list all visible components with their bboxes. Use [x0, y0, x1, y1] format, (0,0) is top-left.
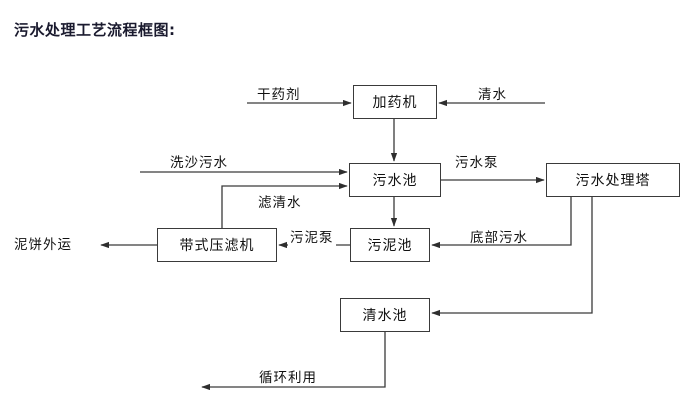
edge-label-sewage-pump: 污水泵 [455, 155, 499, 171]
connector-bottom-wastewater-to-sludge-pool [431, 197, 572, 249]
edge-label-sludge-pump: 污泥泵 [288, 226, 336, 246]
edge-label-dry-chemical: 干药剂 [257, 87, 301, 103]
node-wastewater-pool[interactable]: 污水池 [349, 163, 441, 197]
edge-label-bottom-wastewater: 底部污水 [470, 230, 528, 246]
node-label-sludge-pool: 污泥池 [367, 238, 413, 254]
terminal-label-mud-cake-transport: 泥饼外运 [14, 237, 72, 253]
node-label-dosing-machine: 加药机 [372, 95, 418, 111]
node-clean-water-pool[interactable]: 清水池 [340, 298, 430, 332]
edge-label-sand-wash-wastewater: 洗沙污水 [170, 155, 228, 171]
page-title: 污水处理工艺流程框图: [14, 21, 176, 39]
node-label-clean-water-pool: 清水池 [362, 308, 408, 324]
edge-label-recycling: 循环利用 [259, 370, 317, 386]
node-sludge-pool[interactable]: 污泥池 [350, 228, 430, 262]
node-label-wastewater-pool: 污水池 [372, 173, 418, 189]
node-label-belt-filter-press: 带式压滤机 [179, 238, 255, 254]
edge-label-filtered-water: 滤清水 [258, 195, 302, 211]
edge-label-clean-water-in: 清水 [478, 87, 507, 103]
node-dosing-machine[interactable]: 加药机 [353, 85, 437, 119]
node-belt-filter-press[interactable]: 带式压滤机 [157, 228, 277, 262]
connector-filtered-water-to-wastewater-pool [221, 182, 348, 228]
node-treatment-tower[interactable]: 污水处理塔 [546, 163, 680, 197]
connector-clean-water-pool-to-recycling [201, 332, 386, 391]
node-label-treatment-tower: 污水处理塔 [575, 173, 651, 189]
connector-treatment-tower-to-clean-water-pool [431, 197, 593, 317]
